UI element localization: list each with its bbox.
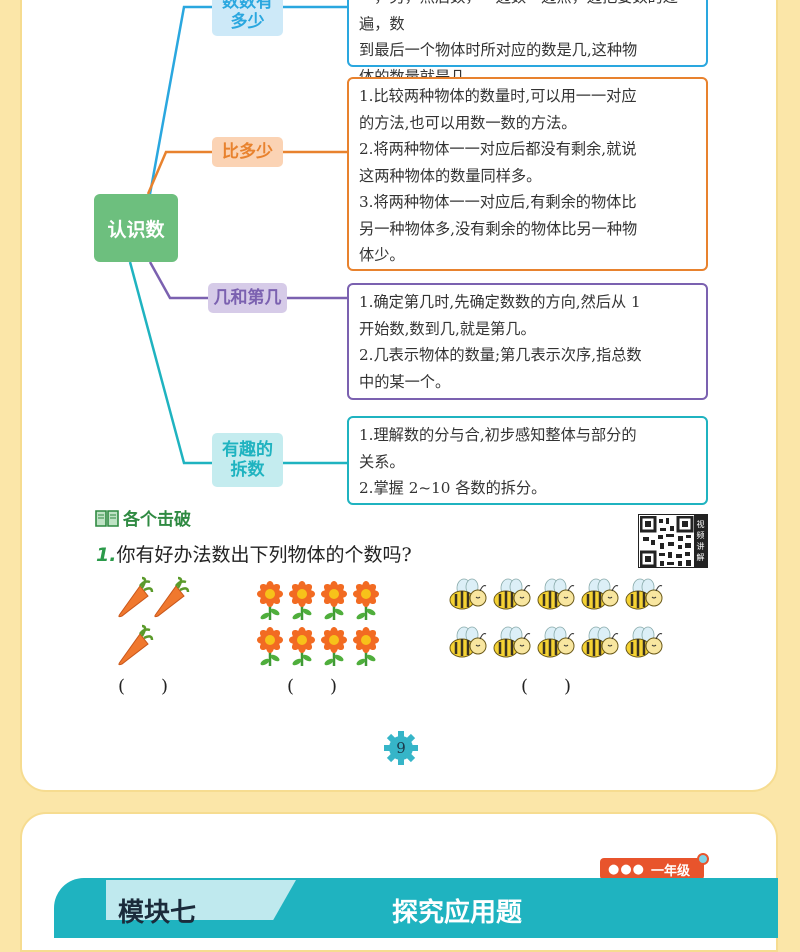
box-line: 体少。 <box>359 246 405 264</box>
answer-paren-bees[interactable]: ( ) <box>521 676 572 697</box>
branch-label-counting: 数数有 多少 <box>212 0 283 36</box>
book-icon <box>95 509 119 527</box>
qr-side-char: 频 <box>696 531 705 540</box>
branch-label-line: 拆数 <box>230 460 265 480</box>
connector-4 <box>128 261 212 465</box>
box-line: 一，另，然后数，一边数一边点，边把要数的过一遍，数 <box>359 0 693 33</box>
branch-label-ordinal: 几和第几 <box>208 283 287 313</box>
flower-icon <box>257 627 283 666</box>
box-split: 1.理解数的分与合,初步感知整体与部分的 关系。 2.掌握 2~10 各数的拆分… <box>347 416 708 505</box>
box-line: 3.将两种物体一一对应后,有剩余的物体比 <box>359 193 637 211</box>
bee-icon <box>537 578 575 610</box>
bee-icon <box>493 626 531 658</box>
branch-label-line: 数数有 <box>222 0 273 12</box>
bee-group <box>449 578 663 658</box>
carrot-icon <box>154 576 190 618</box>
box-line: 2.几表示物体的数量;第几表示次序,指总数 <box>359 346 642 364</box>
box-line: 2.将两种物体一一对应后都没有剩余,就说 <box>359 140 637 158</box>
bee-icon <box>449 578 487 610</box>
question-number: 1. <box>96 544 117 566</box>
bee-icon <box>449 626 487 658</box>
flower-icon <box>289 627 315 666</box>
branch-label-line: 比多少 <box>222 142 273 162</box>
carrot-icon <box>118 576 154 618</box>
box-line: 1.确定第几时,先确定数数的方向,然后从 1 <box>359 293 641 311</box>
qr-side-char: 视 <box>696 520 705 529</box>
box-line: 的方法,也可以用数一数的方法。 <box>359 113 577 132</box>
box-line: 开始数,数到几,就是第几。 <box>359 319 536 338</box>
branch-label-line: 几和第几 <box>213 288 282 308</box>
box-line: 另一种物体多,没有剩余的物体比另一种物 <box>359 219 638 238</box>
box-line: 1.理解数的分与合,初步感知整体与部分的 <box>359 426 637 444</box>
grade-tag: ●●● 一年级 <box>600 853 709 880</box>
flower-icon <box>257 581 283 620</box>
branch-label-split: 有趣的 拆数 <box>212 433 283 487</box>
bee-icon <box>581 626 619 658</box>
dots-icon: ●●● <box>608 861 646 877</box>
bee-icon <box>493 578 531 610</box>
branch-label-line: 多少 <box>230 12 265 32</box>
bee-icon <box>625 626 663 658</box>
flower-icon <box>321 581 347 620</box>
box-counting: 一，另，然后数，一边数一边点，边把要数的过一遍，数 到最后一个物体时所对应的数是… <box>347 0 708 86</box>
branch-label-compare: 比多少 <box>212 137 283 167</box>
flower-icon <box>289 581 315 620</box>
connector-3 <box>148 261 208 300</box>
box-line: 中的某一个。 <box>359 372 451 391</box>
qr-side-label: 视 频 讲 解 <box>694 515 707 567</box>
branch-label-line: 有趣的 <box>222 440 273 460</box>
flower-icon <box>353 581 379 620</box>
answer-paren-carrots[interactable]: ( ) <box>118 676 169 697</box>
question-1: 1.你有好办法数出下列物体的个数吗? <box>96 540 412 567</box>
bee-icon <box>625 578 663 610</box>
qr-side-char: 解 <box>696 553 705 562</box>
box-line: 到最后一个物体时所对应的数是几,这种物 <box>359 41 638 59</box>
flower-icon <box>321 627 347 666</box>
box-line: 1.比较两种物体的数量时,可以用一一对应 <box>359 87 637 105</box>
page-number: 9 <box>396 739 406 757</box>
mindmap-root: 认识数 <box>94 194 178 262</box>
qr-side-char: 讲 <box>696 542 705 551</box>
box-line: 这两种物体的数量同样多。 <box>359 166 542 185</box>
bee-icon <box>581 578 619 610</box>
connector-1 <box>148 5 212 195</box>
box-compare: 1.比较两种物体的数量时,可以用一一对应 的方法,也可以用数一数的方法。 2.将… <box>347 77 708 271</box>
box-line: 关系。 <box>359 452 405 471</box>
bee-icon <box>537 626 575 658</box>
mindmap-connectors <box>128 5 348 465</box>
question-text: 你有好办法数出下列物体的个数吗? <box>116 544 412 566</box>
box-ordinal: 1.确定第几时,先确定数数的方向,然后从 1 开始数,数到几,就是第几。 2.几… <box>347 283 708 400</box>
section-title: 各个击破 <box>123 510 191 530</box>
page-number-badge: 9 <box>383 730 419 766</box>
answer-paren-flowers[interactable]: ( ) <box>287 676 338 697</box>
qr-code[interactable]: 视 频 讲 解 <box>638 514 708 568</box>
flower-group <box>257 581 379 666</box>
module-title: 模块七 <box>118 898 197 928</box>
magnifier-icon <box>694 853 709 873</box>
grade-label: 一年级 <box>651 863 691 879</box>
box-line: 2.掌握 2~10 各数的拆分。 <box>359 479 547 497</box>
gear-icon <box>384 731 418 765</box>
connector-2 <box>146 150 212 195</box>
carrot-icon <box>118 624 154 666</box>
module-subtitle: 探究应用题 <box>392 898 523 928</box>
flower-icon <box>353 627 379 666</box>
carrot-group <box>118 576 190 666</box>
qr-pattern <box>640 516 694 568</box>
section-header: 各个击破 <box>94 505 191 530</box>
